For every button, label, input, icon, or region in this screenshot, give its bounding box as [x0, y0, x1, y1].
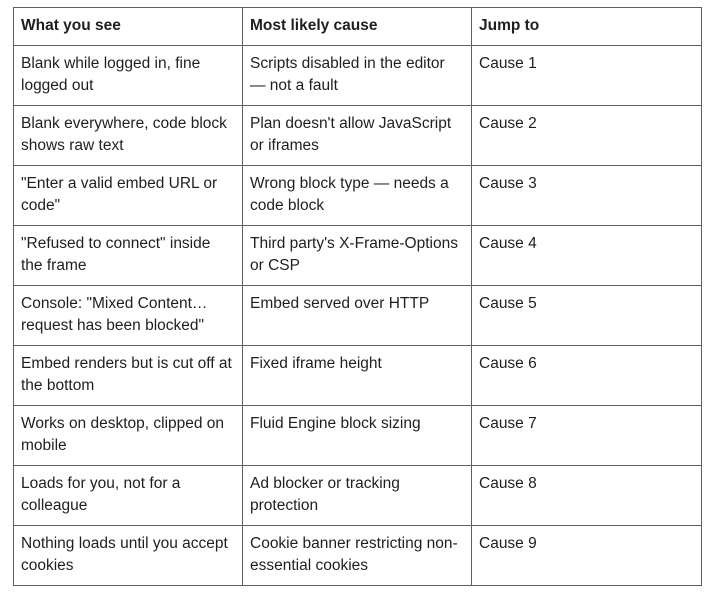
- cell-cause: Cookie banner restricting non-essential …: [242, 525, 472, 586]
- cell-cause: Wrong block type — needs a code block: [242, 165, 472, 226]
- cell-jump-to: Cause 4: [471, 225, 702, 286]
- cell-jump-to: Cause 7: [471, 405, 702, 466]
- cell-symptom: Works on desktop, clipped on mobile: [13, 405, 243, 466]
- table-row: "Refused to connect" inside the frame Th…: [13, 225, 702, 286]
- cell-symptom: Loads for you, not for a colleague: [13, 465, 243, 526]
- cell-symptom: Console: "Mixed Content… request has bee…: [13, 285, 243, 346]
- header-what-you-see: What you see: [13, 7, 243, 46]
- table-row: Blank while logged in, fine logged out S…: [13, 45, 702, 106]
- cell-jump-to: Cause 5: [471, 285, 702, 346]
- cell-jump-to: Cause 8: [471, 465, 702, 526]
- table-row: Loads for you, not for a colleague Ad bl…: [13, 465, 702, 526]
- table-row: Console: "Mixed Content… request has bee…: [13, 285, 702, 346]
- cell-cause: Fluid Engine block sizing: [242, 405, 472, 466]
- cell-cause: Fixed iframe height: [242, 345, 472, 406]
- cell-symptom: "Enter a valid embed URL or code": [13, 165, 243, 226]
- cell-jump-to: Cause 3: [471, 165, 702, 226]
- troubleshooting-table: What you see Most likely cause Jump to B…: [13, 7, 702, 586]
- troubleshooting-table-container: What you see Most likely cause Jump to B…: [13, 7, 702, 586]
- cell-symptom: Embed renders but is cut off at the bott…: [13, 345, 243, 406]
- cell-symptom: Blank everywhere, code block shows raw t…: [13, 105, 243, 166]
- cell-jump-to: Cause 6: [471, 345, 702, 406]
- cell-cause: Embed served over HTTP: [242, 285, 472, 346]
- table-row: Embed renders but is cut off at the bott…: [13, 345, 702, 406]
- cell-symptom: "Refused to connect" inside the frame: [13, 225, 243, 286]
- cell-cause: Scripts disabled in the editor — not a f…: [242, 45, 472, 106]
- cell-cause: Ad blocker or tracking protection: [242, 465, 472, 526]
- table-header-row: What you see Most likely cause Jump to: [13, 7, 702, 46]
- table-row: Nothing loads until you accept cookies C…: [13, 525, 702, 586]
- cell-jump-to: Cause 9: [471, 525, 702, 586]
- cell-cause: Third party's X-Frame-Options or CSP: [242, 225, 472, 286]
- cell-symptom: Nothing loads until you accept cookies: [13, 525, 243, 586]
- cell-symptom: Blank while logged in, fine logged out: [13, 45, 243, 106]
- cell-cause: Plan doesn't allow JavaScript or iframes: [242, 105, 472, 166]
- cell-jump-to: Cause 1: [471, 45, 702, 106]
- header-jump-to: Jump to: [471, 7, 702, 46]
- table-row: "Enter a valid embed URL or code" Wrong …: [13, 165, 702, 226]
- table-row: Works on desktop, clipped on mobile Flui…: [13, 405, 702, 466]
- table-row: Blank everywhere, code block shows raw t…: [13, 105, 702, 166]
- header-most-likely-cause: Most likely cause: [242, 7, 472, 46]
- cell-jump-to: Cause 2: [471, 105, 702, 166]
